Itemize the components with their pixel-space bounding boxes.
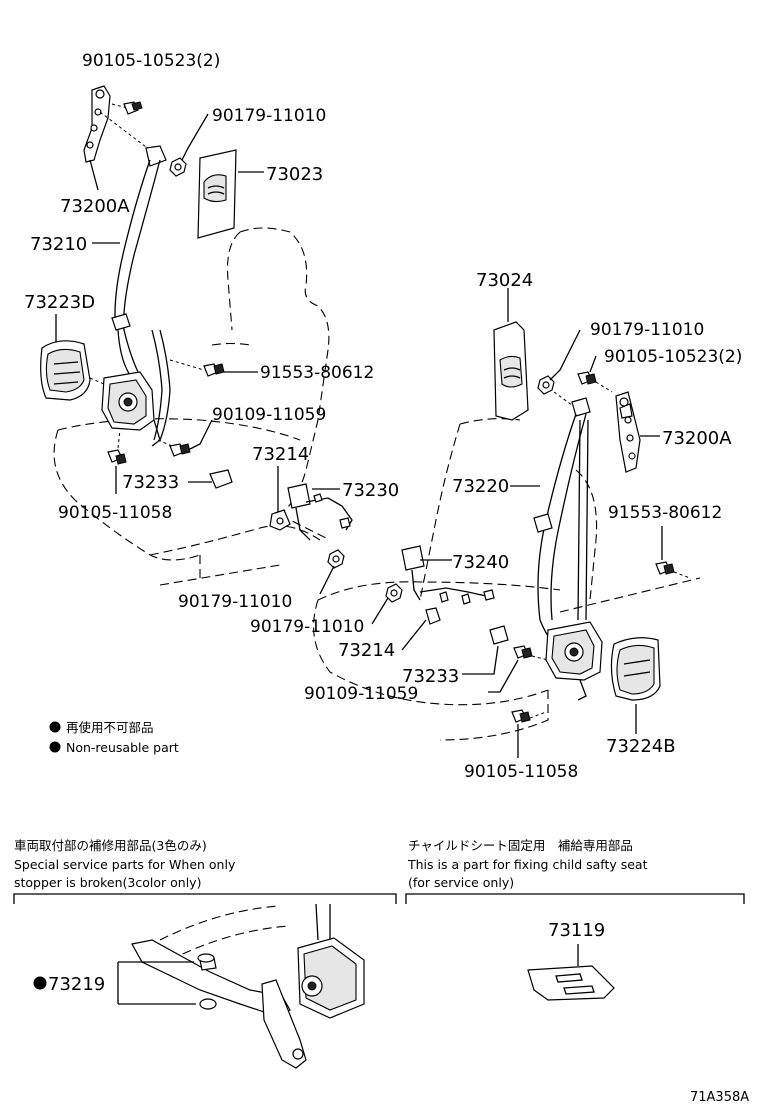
label-90109-11059-right: 90109-11059 xyxy=(304,684,418,704)
label-90105-11058-left: 90105-11058 xyxy=(58,503,172,523)
label-73214-right: 73214 xyxy=(338,640,395,661)
buckle-73230 xyxy=(287,483,353,541)
label-73223D: 73223D xyxy=(24,292,95,313)
buckle-73214-left xyxy=(269,509,291,531)
label-73219: 73219 xyxy=(48,974,105,995)
label-90179-11010-top-left: 90179-11010 xyxy=(212,106,326,126)
cap-73233-left xyxy=(209,469,233,489)
label-73224B: 73224B xyxy=(606,736,676,757)
retractor-cover-73223D xyxy=(40,340,105,401)
label-91553-80612-right: 91553-80612 xyxy=(608,503,722,523)
non-reusable-dot-icon xyxy=(49,741,61,753)
label-90179-11010-left-lower: 90179-11010 xyxy=(178,592,292,612)
bolt-icon xyxy=(513,645,549,661)
label-73023: 73023 xyxy=(266,164,323,185)
bolt-icon xyxy=(169,359,225,377)
section-special-service-parts: 車両取付部の補修用部品(3色のみ) Special service parts … xyxy=(13,838,397,1069)
label-73233-right: 73233 xyxy=(402,666,459,687)
nut-icon xyxy=(385,583,403,603)
right-seat-outline xyxy=(313,418,701,741)
label-73200A-right: 73200A xyxy=(662,428,732,449)
buckle-73240 xyxy=(401,545,495,605)
label-73220: 73220 xyxy=(452,476,509,497)
nut-icon xyxy=(327,549,345,569)
shoulder-anchor-73200A-right xyxy=(615,391,641,473)
label-73210: 73210 xyxy=(30,234,87,255)
pillar-cover-73023 xyxy=(197,149,237,239)
pillar-cover-73024 xyxy=(493,321,529,421)
label-73200A-left: 73200A xyxy=(60,196,130,217)
cap-73233-right xyxy=(489,625,509,645)
bolt-icon xyxy=(123,101,143,115)
bolt-icon xyxy=(107,429,127,465)
section-right-jp: チャイルドシート固定用 補給専用部品 xyxy=(408,838,633,853)
legend-jp: 再使用不可部品 xyxy=(66,720,154,735)
label-90105-11058-right: 90105-11058 xyxy=(464,762,578,782)
seat-belt-73220 xyxy=(533,397,603,701)
label-73240: 73240 xyxy=(452,552,509,573)
diagram-code: 71A358A xyxy=(690,1090,749,1105)
seat-belt-73210 xyxy=(101,145,171,447)
non-reusable-dot-icon xyxy=(49,721,61,733)
shoulder-anchor-73200A-left xyxy=(83,85,151,163)
bolt-icon xyxy=(511,709,547,723)
label-91553-80612-left: 91553-80612 xyxy=(260,363,374,383)
non-reusable-dot-icon xyxy=(33,976,47,990)
label-73214-left: 73214 xyxy=(252,444,309,465)
label-73230: 73230 xyxy=(342,480,399,501)
retractor-cover-73224B xyxy=(610,637,661,701)
section-left-en-2: stopper is broken(3color only) xyxy=(14,875,201,890)
label-90109-11059-left: 90109-11059 xyxy=(212,405,326,425)
label-73119: 73119 xyxy=(548,920,605,941)
bolt-icon xyxy=(157,439,191,457)
label-73024: 73024 xyxy=(476,270,533,291)
section-left-jp: 車両取付部の補修用部品(3色のみ) xyxy=(14,838,207,853)
bolt-icon xyxy=(577,371,613,393)
section-right-en-1: This is a part for fixing child safty se… xyxy=(407,857,648,872)
nut-icon xyxy=(537,375,577,409)
section-left-en-1: Special service parts for When only xyxy=(14,857,236,872)
label-90179-11010-right-lower: 90179-11010 xyxy=(250,617,364,637)
nut-icon xyxy=(169,157,187,177)
legend-en: Non-reusable part xyxy=(66,740,179,755)
section-child-seat-fixing-part: チャイルドシート固定用 補給専用部品 This is a part for fi… xyxy=(405,838,745,1001)
label-90105-10523-right: 90105-10523(2) xyxy=(604,347,742,367)
label-90105-10523-left: 90105-10523(2) xyxy=(82,51,220,71)
section-right-en-2: (for service only) xyxy=(408,875,514,890)
label-90179-11010-top-right: 90179-11010 xyxy=(590,320,704,340)
buckle-73214-right xyxy=(425,607,441,625)
leader-lines xyxy=(55,113,663,758)
label-73233-left: 73233 xyxy=(122,472,179,493)
bolt-icon xyxy=(655,561,691,579)
legend: 再使用不可部品 Non-reusable part xyxy=(49,720,179,755)
